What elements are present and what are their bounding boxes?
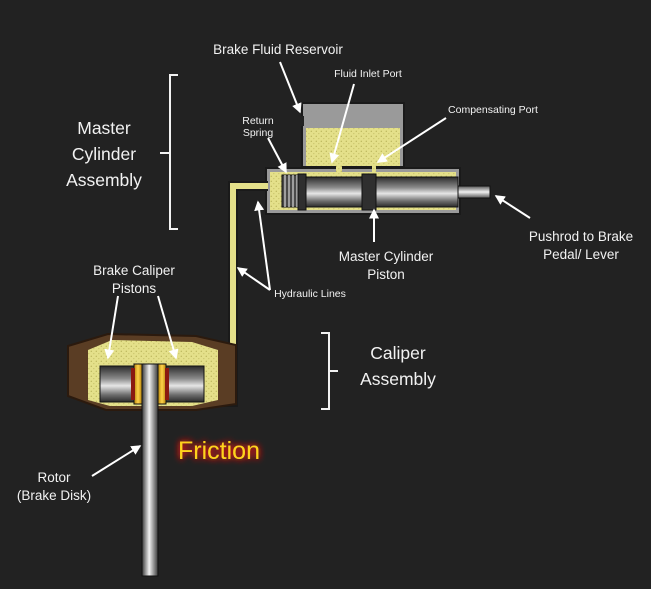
label-compensating-port: Compensating Port <box>448 104 538 116</box>
label-fluid-inlet-port: Fluid Inlet Port <box>334 68 402 80</box>
label-master-cylinder-assembly-line3: Assembly <box>66 170 142 190</box>
label-master-cylinder-piston-line2: Piston <box>367 267 405 282</box>
brake-fluid-reservoir <box>300 102 405 168</box>
label-friction: Friction <box>178 437 260 465</box>
label-master-cylinder-piston-line1: Master Cylinder <box>339 249 434 264</box>
rotor <box>141 363 159 577</box>
caliper-bracket <box>321 332 338 410</box>
label-master-cylinder-assembly-line2: Cylinder <box>72 144 136 164</box>
label-pushrod-line2: Pedal/ Lever <box>543 247 619 262</box>
label-return-spring-line2: Spring <box>243 127 274 139</box>
master-cylinder-bracket <box>160 74 178 230</box>
master-cylinder-piston <box>297 173 459 211</box>
return-spring <box>281 174 299 208</box>
label-hydraulic-lines: Hydraulic Lines <box>274 288 346 300</box>
label-rotor-line2: (Brake Disk) <box>17 488 91 503</box>
label-brake-caliper-pistons-line1: Brake Caliper <box>93 263 175 278</box>
label-brake-caliper-pistons-line2: Pistons <box>112 281 157 296</box>
label-master-cylinder-assembly-line1: Master <box>77 118 131 138</box>
label-rotor-line1: Rotor <box>37 470 71 485</box>
pushrod <box>457 185 491 199</box>
label-return-spring-line1: Return <box>242 115 274 127</box>
label-brake-fluid-reservoir: Brake Fluid Reservoir <box>213 42 343 57</box>
leader-arrows <box>91 61 531 477</box>
label-pushrod-line1: Pushrod to Brake <box>529 229 633 244</box>
label-caliper-assembly-line1: Caliper <box>370 343 426 363</box>
label-caliper-assembly-line2: Assembly <box>360 369 436 389</box>
